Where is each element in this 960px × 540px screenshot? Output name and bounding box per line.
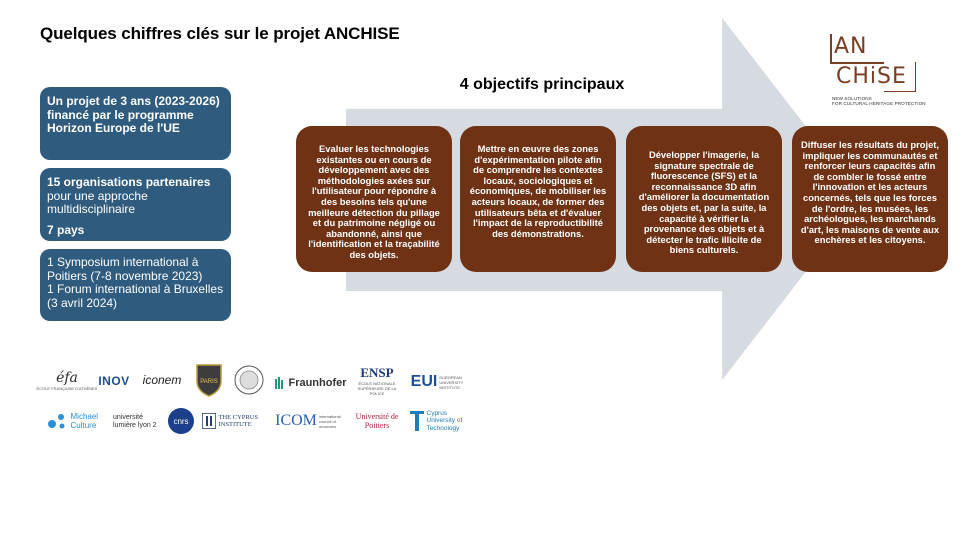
partner-logo-ensp: ENSP ÉCOLE NATIONALE SUPÉRIEURE DE LA PO… bbox=[357, 364, 397, 396]
partner-logo-cnrs: cnrs bbox=[166, 406, 196, 436]
objective-4: Diffuser les résultats du projet, impliq… bbox=[792, 126, 948, 272]
logo-tagline: NEW SOLUTIONS FOR CULTURAL HERITAGE PROT… bbox=[832, 96, 926, 107]
partner-logo-icom: ICOM international council of museums bbox=[275, 412, 341, 429]
info-box-duration-text: Un projet de 3 ans (2023-2026) financé p… bbox=[47, 94, 220, 135]
info-box-countries: 7 pays bbox=[47, 222, 85, 237]
partner-logo-efa: éfa ÉCOLE FRANÇAISE D'ATHÈNES bbox=[36, 369, 98, 391]
objectives-heading: 4 objectifs principaux bbox=[459, 76, 625, 93]
partner-logo-iconem: iconem bbox=[142, 373, 182, 387]
partner-logo-fraunhofer: Fraunhofer bbox=[272, 374, 350, 392]
info-box-partners-text: pour une approche multidisciplinaire bbox=[47, 188, 148, 216]
partner-logo-eui: EUI EUROPEAN UNIVERSITY INSTITUTE bbox=[410, 373, 464, 390]
anchise-logo: AN CHiSE NEW SOLUTIONS FOR CULTURAL HERI… bbox=[830, 34, 926, 112]
info-box-partners: 15 organisations partenaires pour une ap… bbox=[40, 168, 231, 241]
info-box-partners-count: 15 organisations partenaires bbox=[47, 175, 211, 189]
svg-text:PARIS: PARIS bbox=[200, 379, 218, 385]
molecule-icon bbox=[47, 414, 64, 429]
partner-logo-lyon2: université lumière lyon 2 bbox=[113, 414, 157, 429]
logo-line-2: CHiSE bbox=[836, 64, 907, 89]
partner-logo-inov: INOV bbox=[98, 374, 130, 388]
objective-1: Evaluer les technologies existantes ou e… bbox=[296, 126, 452, 272]
seal-icon bbox=[234, 365, 264, 395]
page-title: Quelques chiffres clés sur le projet ANC… bbox=[40, 24, 400, 43]
partner-logo-cyprus-institute: THE CYPRUS INSTITUTE bbox=[200, 410, 266, 432]
partner-logo-michael: Michael Culture bbox=[44, 408, 110, 434]
info-box-duration: Un projet de 3 ans (2023-2026) financé p… bbox=[40, 87, 231, 160]
partner-logo-cut: Cyprus University of Technology bbox=[408, 408, 474, 434]
cnrs-icon: cnrs bbox=[168, 408, 194, 434]
svg-text:cnrs: cnrs bbox=[173, 417, 188, 426]
partner-logo-ihmr bbox=[232, 362, 266, 398]
info-box-forum: 1 Forum international à Bruxelles (3 avr… bbox=[47, 282, 224, 310]
objective-3: Développer l'imagerie, la signature spec… bbox=[626, 126, 782, 272]
logo-line-1: AN bbox=[834, 34, 868, 59]
partner-logo-poitiers: Université de Poitiers bbox=[355, 412, 399, 430]
info-box-events: 1 Symposium international à Poitiers (7-… bbox=[40, 249, 231, 321]
partner-logo-paris: PARIS bbox=[194, 362, 224, 398]
info-box-symposium: 1 Symposium international à Poitiers (7-… bbox=[47, 255, 203, 283]
shield-icon: PARIS bbox=[196, 364, 222, 397]
objective-2: Mettre en œuvre des zones d'expérimentat… bbox=[460, 126, 616, 272]
